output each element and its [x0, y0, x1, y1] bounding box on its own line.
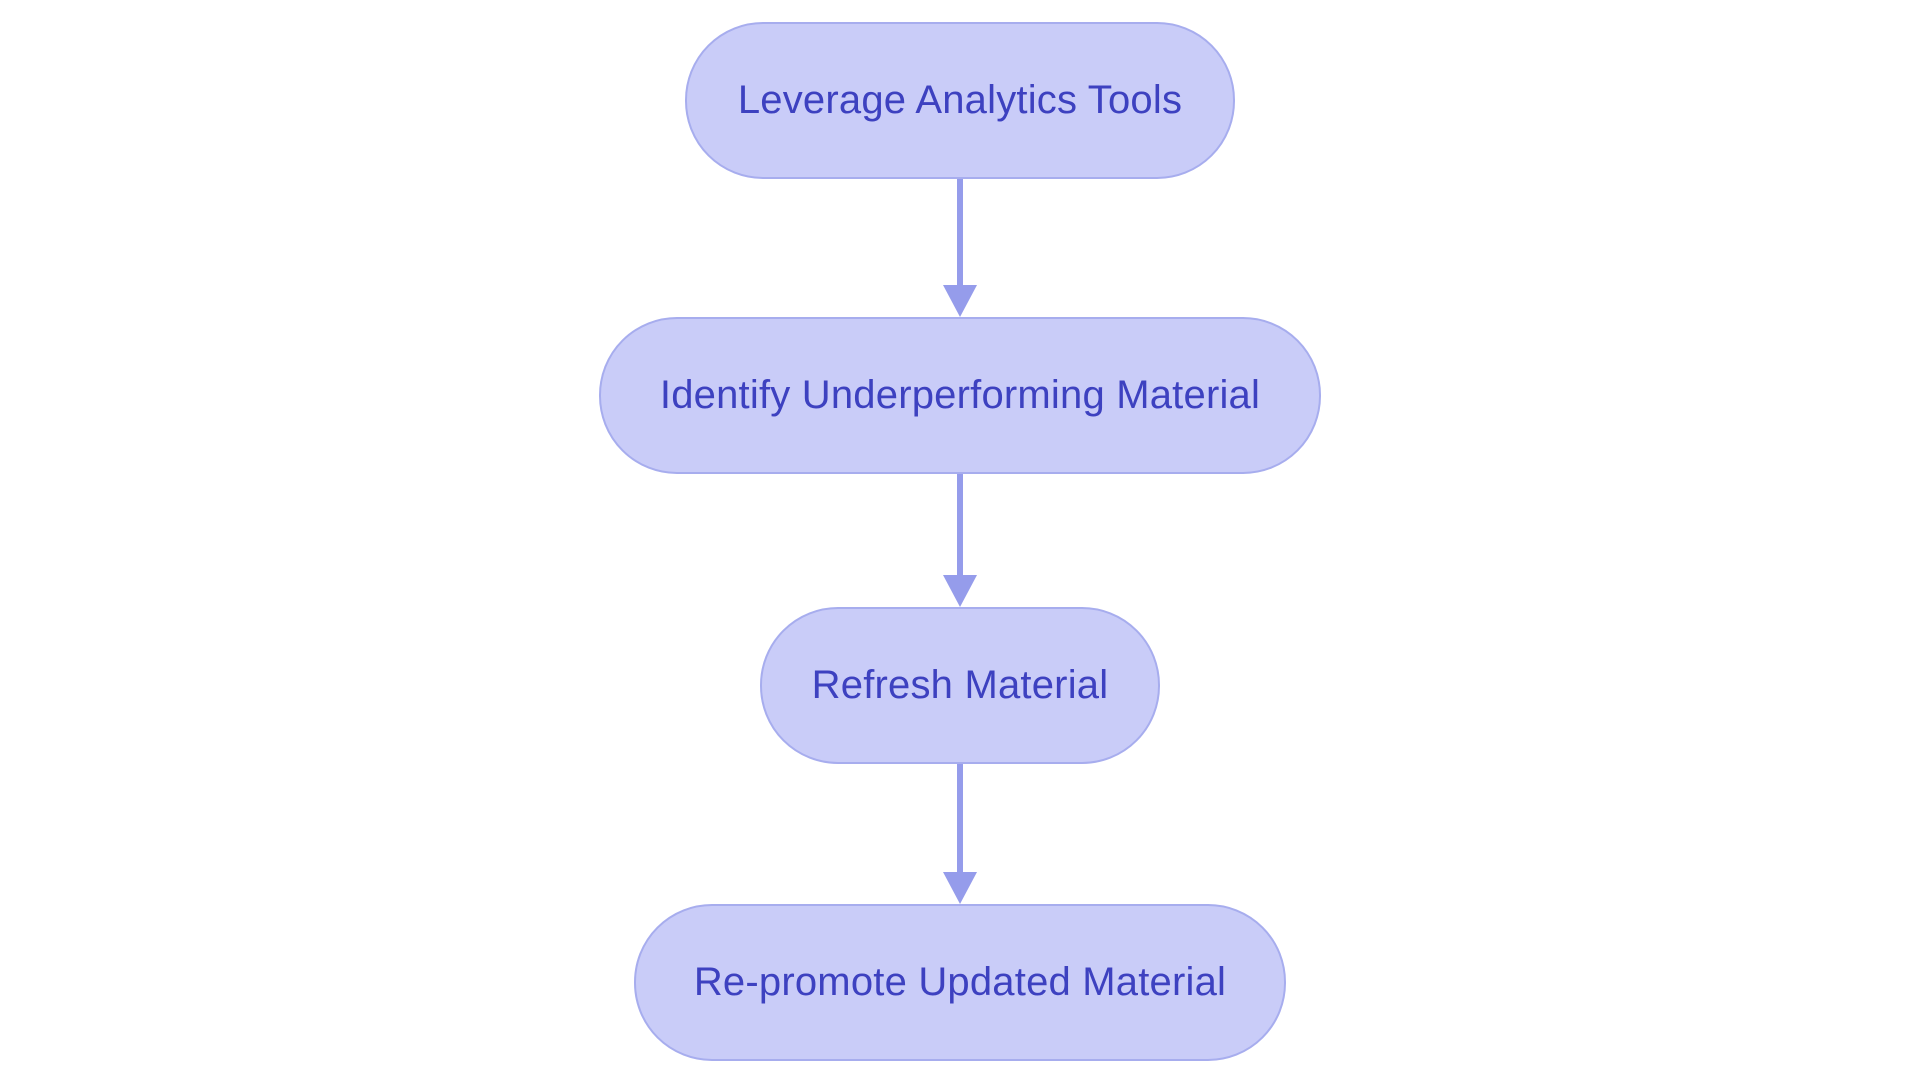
flow-node-leverage-analytics-tools: Leverage Analytics Tools [685, 22, 1235, 179]
node-label: Re-promote Updated Material [693, 960, 1227, 1004]
node-label: Identify Underperforming Material [659, 373, 1261, 417]
edge-step1-step2 [943, 179, 977, 317]
flowchart: Leverage Analytics Tools Identify Underp… [599, 22, 1321, 1061]
flow-node-repromote-updated-material: Re-promote Updated Material [634, 904, 1286, 1061]
node-label: Refresh Material [811, 663, 1109, 707]
arrow-line [957, 474, 963, 575]
node-label: Leverage Analytics Tools [737, 78, 1183, 122]
flow-node-refresh-material: Refresh Material [760, 607, 1160, 764]
arrow-line [957, 764, 963, 872]
arrow-down-icon [943, 872, 977, 904]
arrow-down-icon [943, 575, 977, 607]
arrow-down-icon [943, 285, 977, 317]
flow-node-identify-underperforming-material: Identify Underperforming Material [599, 317, 1321, 474]
arrow-line [957, 179, 963, 285]
edge-step2-step3 [943, 474, 977, 607]
edge-step3-step4 [943, 764, 977, 904]
